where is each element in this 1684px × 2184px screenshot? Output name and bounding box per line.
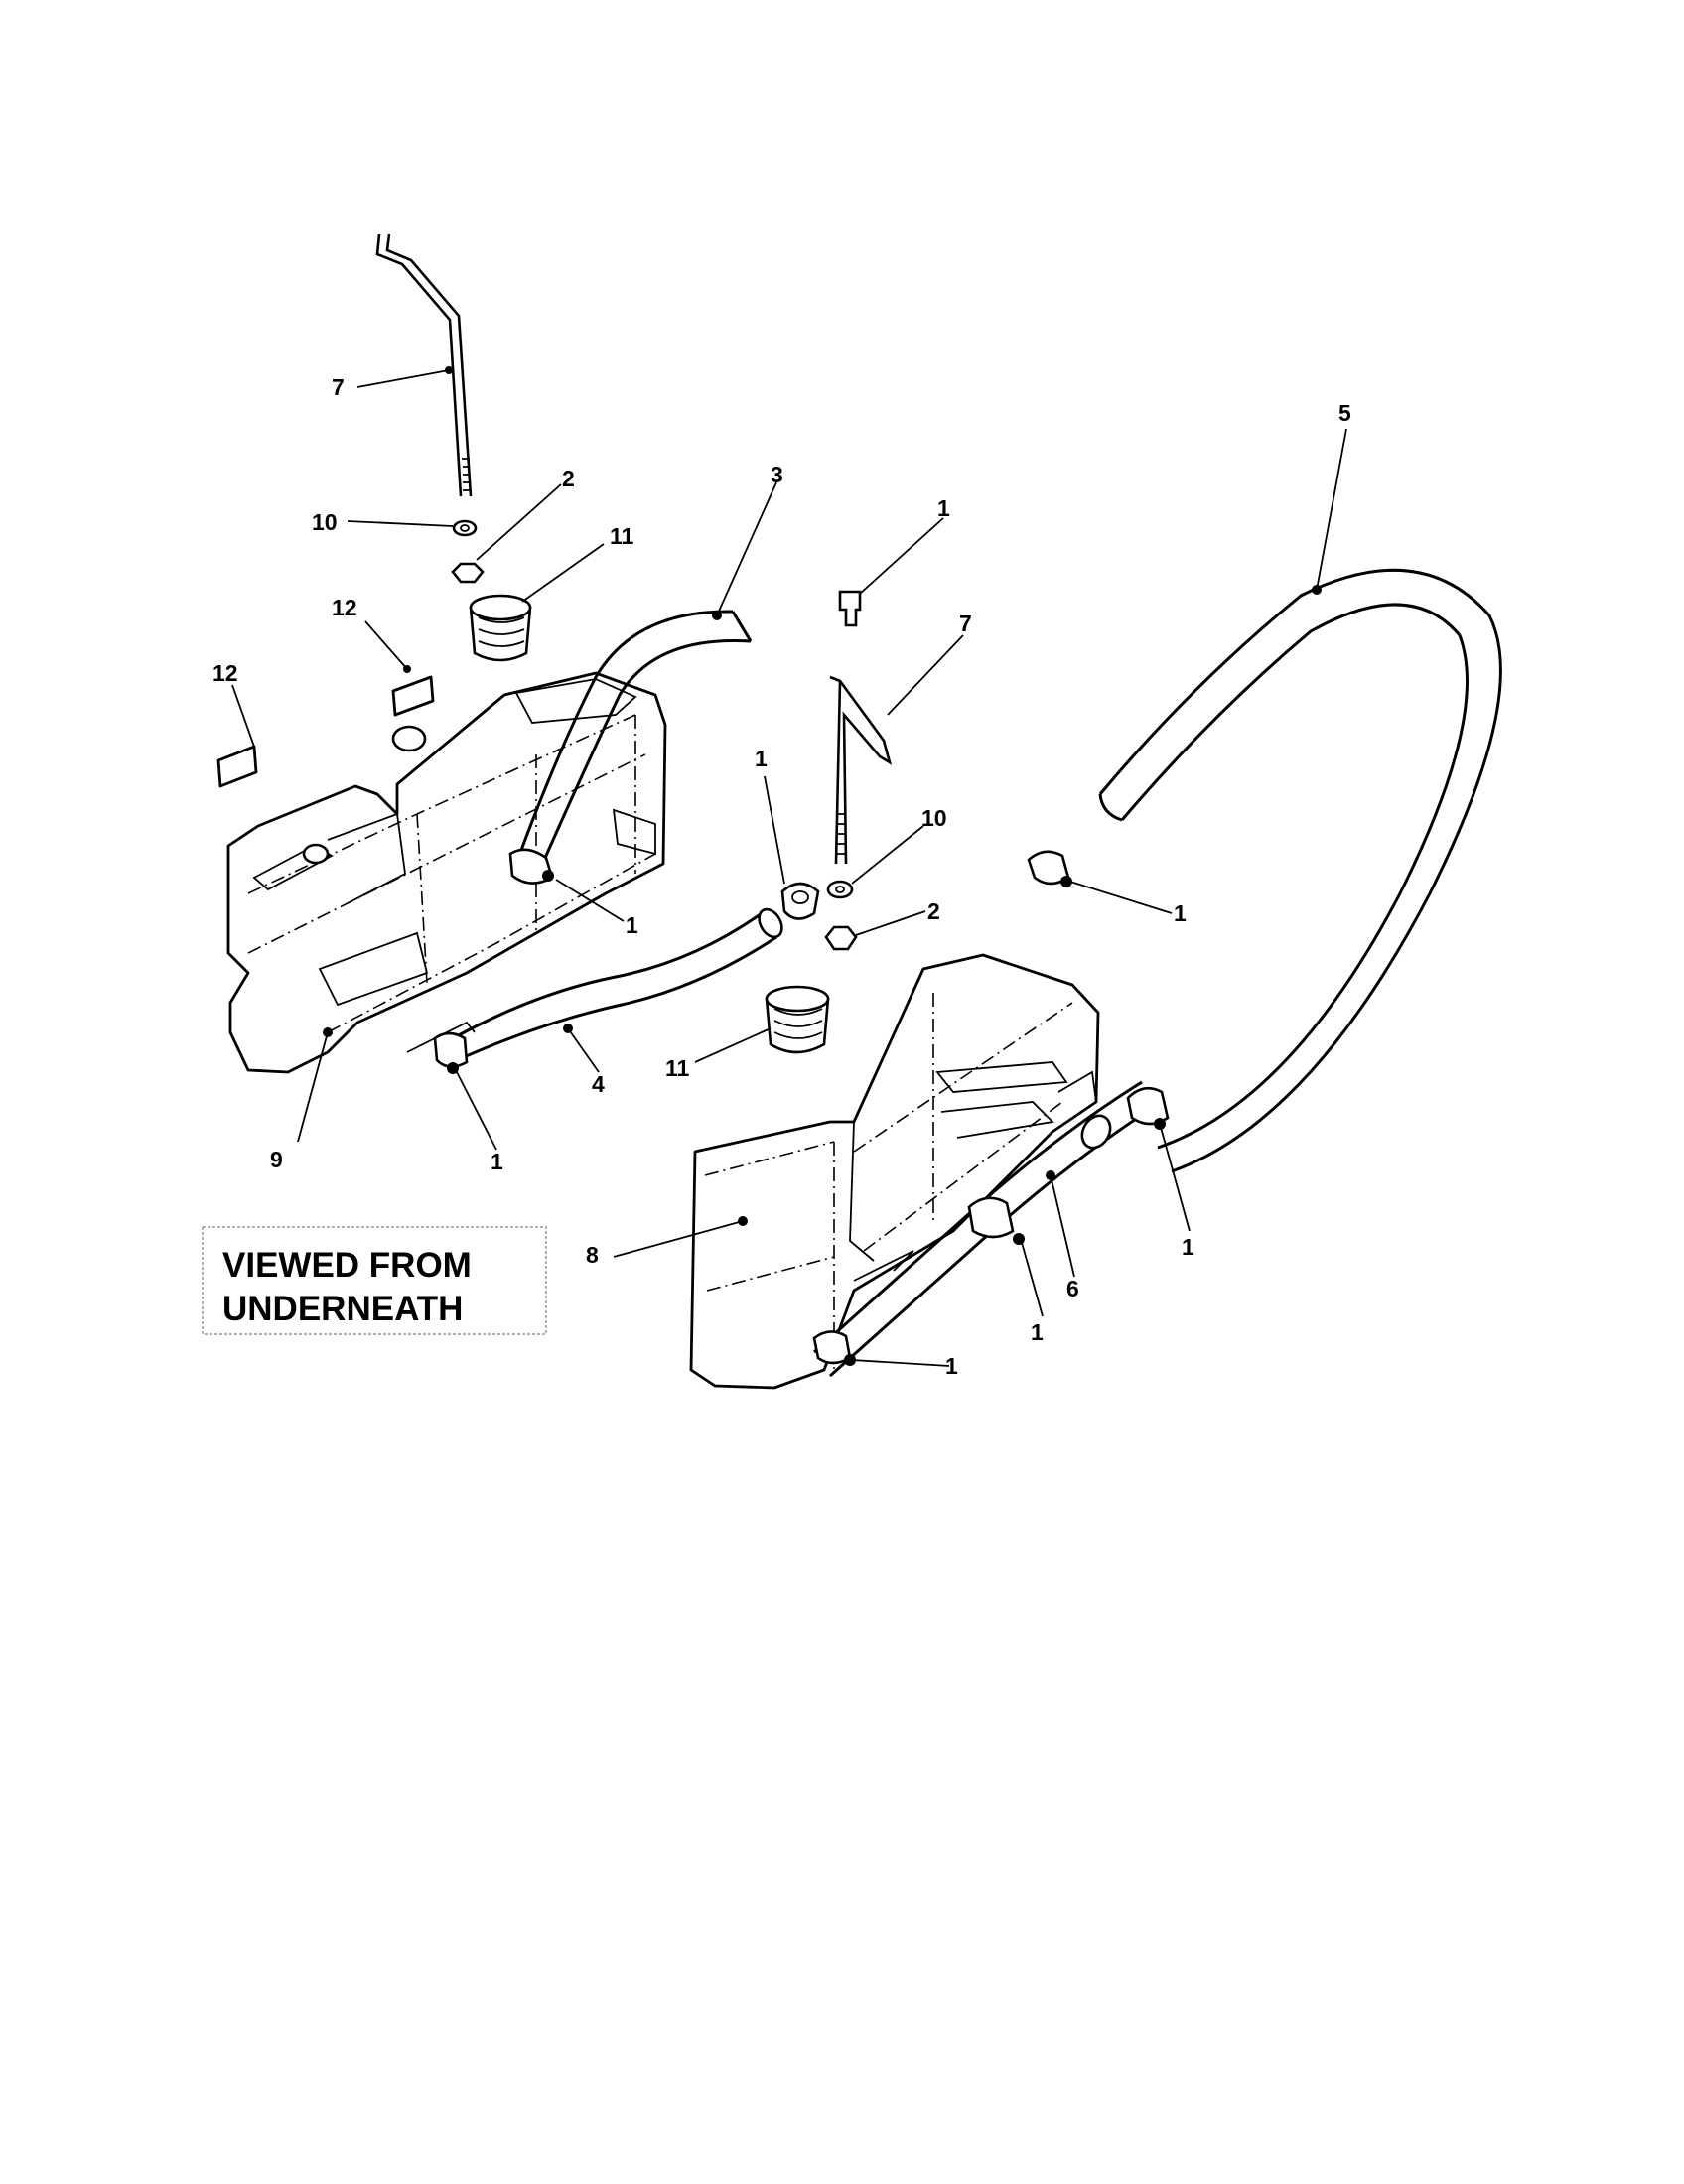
- nut-part-2-left: [451, 562, 485, 584]
- callout-1-g: 1: [1031, 1319, 1044, 1345]
- callout-1-h: 1: [945, 1353, 958, 1379]
- fuel-tank-part-8: [689, 953, 1100, 1390]
- rod-part-7-left: [375, 233, 473, 497]
- callout-7-middle: 7: [959, 611, 972, 636]
- callout-2-left: 2: [562, 466, 575, 491]
- callout-labels: 7 10 2 11 3 12 12 1 9 1 4 1 7 1 10 2 11 …: [212, 374, 1351, 1379]
- callout-9: 9: [270, 1147, 283, 1172]
- callout-1-e: 1: [1174, 900, 1187, 926]
- viewed-from-underneath-note: VIEWED FROM UNDERNEATH: [202, 1226, 547, 1335]
- callout-7-left: 7: [332, 374, 345, 400]
- leader-lines: [231, 369, 1347, 1367]
- hose-clamp-part-1-b: [433, 1031, 469, 1074]
- callout-3: 3: [771, 462, 783, 487]
- callout-1-c: 1: [937, 495, 950, 521]
- leader-dots: [323, 366, 1322, 1226]
- hose-clamp-part-1-g: [812, 1330, 856, 1366]
- hose-part-5: [1098, 568, 1502, 1173]
- callout-12-lower: 12: [212, 660, 238, 686]
- callout-11-middle: 11: [665, 1055, 690, 1081]
- callout-10-middle: 10: [921, 805, 947, 831]
- hose-clamp-part-1-e: [1126, 1086, 1170, 1130]
- fuel-cap-part-11-middle: [765, 985, 830, 1054]
- pad-part-12-lower: [216, 745, 258, 788]
- callout-1-d: 1: [755, 746, 768, 771]
- nut-part-2-middle: [824, 925, 858, 951]
- callout-1-f: 1: [1182, 1234, 1194, 1260]
- rod-part-7-middle: [829, 675, 893, 865]
- hose-clamp-part-1-f: [967, 1196, 1025, 1245]
- pad-part-12-upper: [391, 675, 435, 717]
- hose-part-3: [514, 610, 753, 875]
- callout-11-left: 11: [610, 523, 634, 549]
- callout-1-b: 1: [491, 1149, 503, 1174]
- callout-10-left: 10: [312, 509, 338, 535]
- note-line-1: VIEWED FROM: [222, 1246, 472, 1285]
- hose-clamp-part-1-a: [508, 848, 554, 885]
- washer-part-10-middle: [826, 880, 854, 899]
- callout-5: 5: [1338, 400, 1351, 426]
- callout-8: 8: [586, 1242, 599, 1268]
- callout-6: 6: [1066, 1276, 1079, 1301]
- fuel-cap-part-11-left: [469, 594, 532, 662]
- callout-12-upper: 12: [332, 595, 357, 620]
- washer-part-10-left: [452, 519, 478, 537]
- fuel-tank-part-9: [226, 671, 667, 1074]
- callout-2-middle: 2: [927, 898, 940, 924]
- hose-part-4: [452, 907, 783, 1064]
- hose-clamp-part-1-d: [1027, 850, 1072, 887]
- fitting-part-1-top: [838, 590, 862, 627]
- note-line-2: UNDERNEATH: [222, 1290, 463, 1328]
- callout-1-a: 1: [626, 912, 638, 938]
- callout-4: 4: [592, 1071, 605, 1097]
- hose-clamp-part-1-c: [780, 882, 820, 920]
